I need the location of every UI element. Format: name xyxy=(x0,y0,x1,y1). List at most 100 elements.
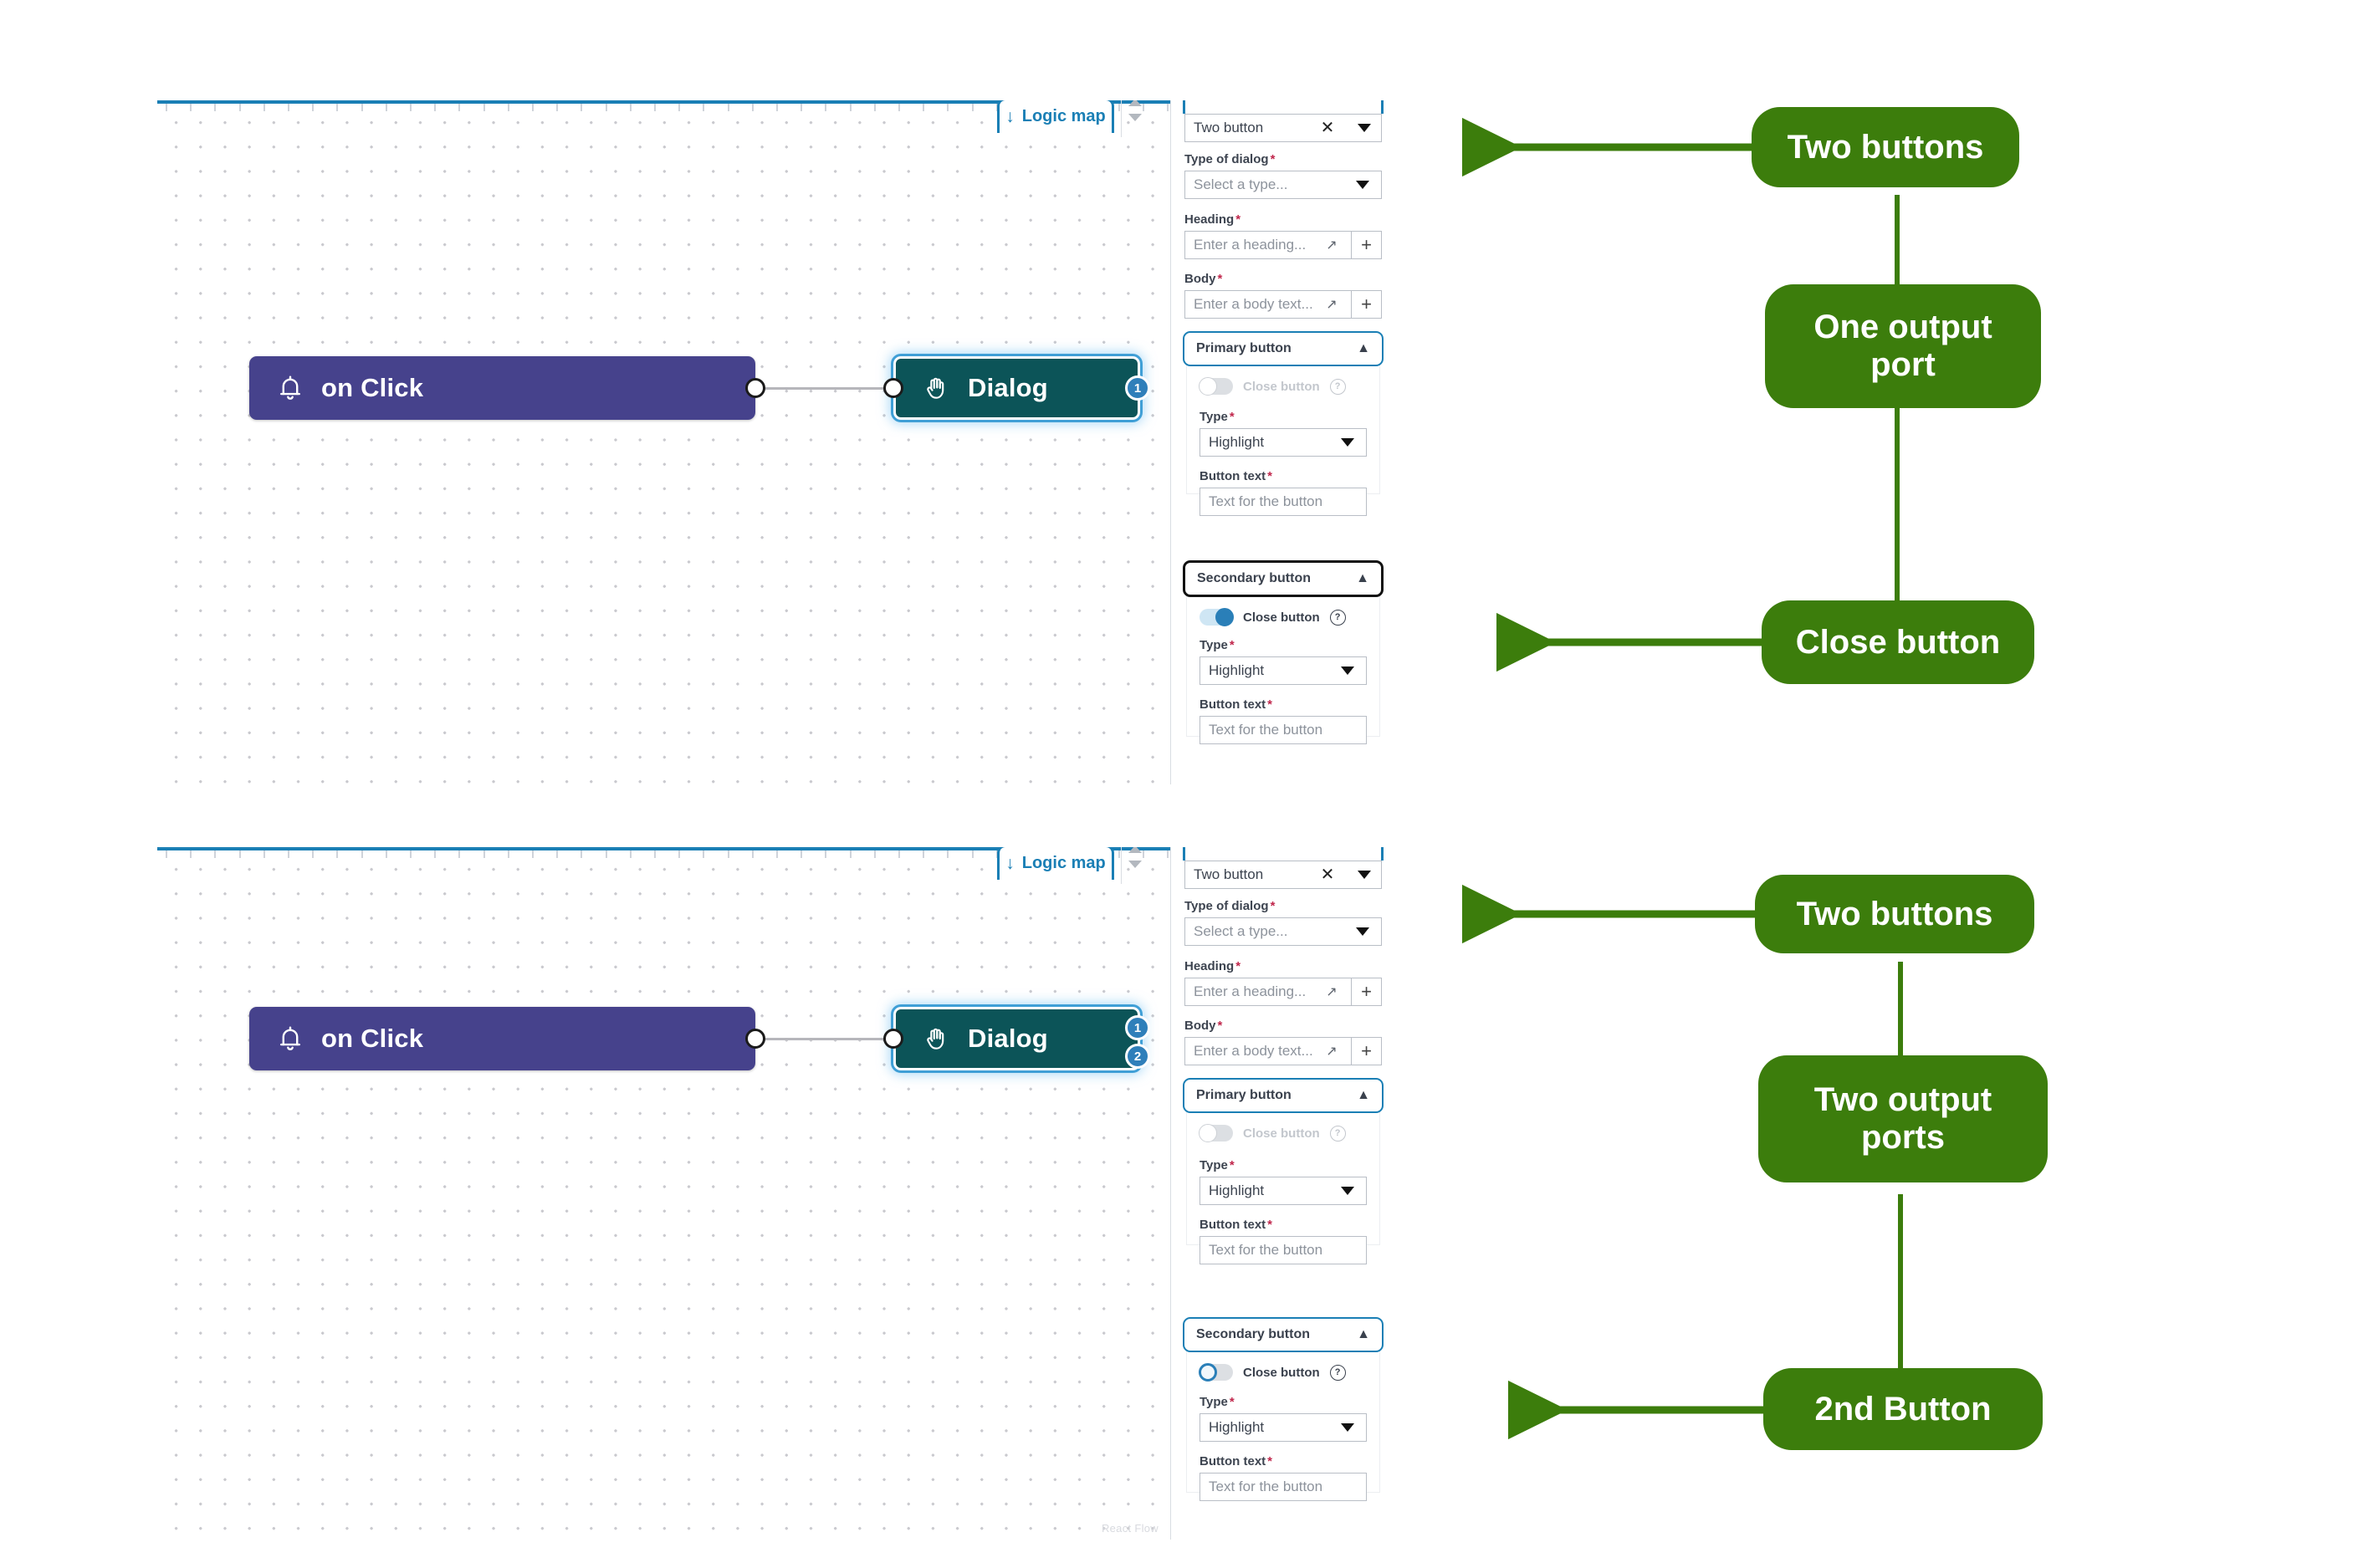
ruler-tick xyxy=(801,850,803,858)
port-dialog-output-1[interactable]: 1 xyxy=(1125,1015,1150,1040)
body-input-bottom[interactable]: Enter a body text... ↗ + xyxy=(1184,1037,1382,1065)
clear-select-button-top[interactable]: ✕ xyxy=(1317,115,1338,141)
primary-type-dropdown-top[interactable] xyxy=(1338,429,1358,456)
clear-select-button-bottom[interactable]: ✕ xyxy=(1317,861,1338,888)
callout-label: Close button xyxy=(1795,623,2001,661)
node-on-click[interactable]: on Click xyxy=(249,356,755,420)
type-of-dialog-label: Type of dialog* xyxy=(1184,152,1276,166)
logic-map-tab-top[interactable]: ↓ Logic map xyxy=(997,100,1114,133)
ruler-tick xyxy=(727,850,729,858)
scroll-up-icon[interactable] xyxy=(1128,100,1142,106)
type-of-dialog-select-top[interactable]: Select a type... xyxy=(1184,171,1382,199)
body-input-top[interactable]: Enter a body text... ↗ + xyxy=(1184,290,1382,319)
secondary-type-value: Highlight xyxy=(1209,662,1265,678)
primary-button-text-input-bottom[interactable]: Text for the button xyxy=(1200,1236,1367,1264)
ruler-tick xyxy=(312,850,315,858)
scroll-up-icon[interactable] xyxy=(1128,847,1142,853)
logic-map-canvas-bottom[interactable]: on Click Dialog 1 2 ↓ Logic xyxy=(157,847,1170,1540)
port-dialog-input[interactable] xyxy=(883,1029,903,1049)
port-onclick-output[interactable] xyxy=(745,1029,765,1049)
properties-panel-bottom[interactable]: Two button ✕ Type of dialog* Sel xyxy=(1170,847,1395,1540)
heading-expand-button-bottom[interactable]: ↗ xyxy=(1321,978,1343,1005)
canvas-mini-scrollbar-bottom[interactable] xyxy=(1121,847,1148,884)
primary-close-button-toggle-bottom[interactable] xyxy=(1199,1124,1233,1142)
help-icon[interactable]: ? xyxy=(1329,1364,1346,1381)
heading-input-bottom[interactable]: Enter a heading... ↗ + xyxy=(1184,978,1382,1006)
logic-map-canvas-top[interactable]: on Click Dialog 1 ↓ xyxy=(157,100,1170,784)
body-expand-button-top[interactable]: ↗ xyxy=(1321,291,1343,318)
ruler-tick xyxy=(947,850,949,858)
type-of-dialog-dropdown-bottom[interactable] xyxy=(1353,918,1373,945)
callout-two-output-ports: Two output ports xyxy=(1758,1055,2048,1182)
canvas-mini-scrollbar-top[interactable] xyxy=(1121,100,1148,137)
secondary-type-dropdown-top[interactable] xyxy=(1338,657,1358,684)
secondary-button-text-label: Button text* xyxy=(1200,697,1272,712)
body-expand-button-bottom[interactable]: ↗ xyxy=(1321,1038,1343,1065)
port-dialog-output-1[interactable]: 1 xyxy=(1125,375,1150,401)
primary-type-select-top[interactable]: Highlight xyxy=(1200,428,1367,457)
heading-add-button-top[interactable]: + xyxy=(1351,232,1381,258)
component-select-dropdown-bottom[interactable] xyxy=(1354,861,1374,888)
primary-close-button-toggle-top[interactable] xyxy=(1199,377,1233,396)
scroll-down-icon[interactable] xyxy=(1128,861,1142,868)
secondary-close-button-toggle-top[interactable] xyxy=(1200,608,1234,626)
help-icon[interactable]: ? xyxy=(1329,609,1346,626)
type-of-dialog-dropdown-top[interactable] xyxy=(1353,171,1373,198)
hand-icon xyxy=(918,1019,956,1058)
heading-add-button-bottom[interactable]: + xyxy=(1351,978,1381,1005)
scroll-down-icon[interactable] xyxy=(1128,114,1142,121)
primary-type-select-bottom[interactable]: Highlight xyxy=(1200,1177,1367,1205)
secondary-type-select-top[interactable]: Highlight xyxy=(1200,656,1367,685)
node-dialog[interactable]: Dialog xyxy=(891,354,1143,422)
primary-button-text-input-top[interactable]: Text for the button xyxy=(1200,488,1367,516)
callout-two-buttons-top: Two buttons xyxy=(1752,107,2019,187)
secondary-button-accordion-bottom[interactable]: Secondary button ▲ xyxy=(1183,1317,1384,1352)
ruler-tick xyxy=(605,104,607,111)
ruler-tick xyxy=(751,850,754,858)
secondary-type-value: Highlight xyxy=(1209,1419,1265,1435)
ruler-tick xyxy=(873,850,876,858)
primary-button-text-field-bottom: Button text* Text for the button xyxy=(1200,1218,1367,1264)
secondary-button-text-input-bottom[interactable]: Text for the button xyxy=(1200,1473,1367,1501)
component-select-focus-ring-bottom xyxy=(1183,847,1384,861)
flow-section-top: on Click Dialog 1 ↓ xyxy=(157,100,1395,784)
port-dialog-output-2[interactable]: 2 xyxy=(1125,1044,1150,1069)
secondary-type-dropdown-bottom[interactable] xyxy=(1338,1414,1358,1441)
component-select-bottom[interactable]: Two button ✕ xyxy=(1184,861,1382,889)
body-add-button-bottom[interactable]: + xyxy=(1351,1038,1381,1065)
required-marker: * xyxy=(1229,638,1235,652)
heading-input-top[interactable]: Enter a heading... ↗ + xyxy=(1184,231,1382,259)
component-select-dropdown-top[interactable] xyxy=(1354,115,1374,141)
required-marker: * xyxy=(1267,697,1272,712)
help-icon[interactable]: ? xyxy=(1329,1125,1346,1142)
required-marker: * xyxy=(1217,272,1223,286)
react-flow-watermark: React Flow xyxy=(1101,1522,1159,1535)
secondary-button-text-input-top[interactable]: Text for the button xyxy=(1200,716,1367,744)
properties-panel-top[interactable]: Two button ✕ Type of dialog* xyxy=(1170,100,1395,784)
heading-expand-button-top[interactable]: ↗ xyxy=(1321,232,1343,258)
ruler-tick xyxy=(629,850,632,858)
logic-map-tab-bottom[interactable]: ↓ Logic map xyxy=(997,847,1114,880)
primary-type-dropdown-bottom[interactable] xyxy=(1338,1177,1358,1204)
node-on-click[interactable]: on Click xyxy=(249,1007,755,1070)
component-select-top[interactable]: Two button ✕ xyxy=(1184,114,1382,142)
type-of-dialog-select-bottom[interactable]: Select a type... xyxy=(1184,917,1382,946)
secondary-button-accordion-top[interactable]: Secondary button ▲ xyxy=(1183,560,1384,597)
node-dialog[interactable]: Dialog xyxy=(891,1004,1143,1073)
body-add-button-top[interactable]: + xyxy=(1351,291,1381,318)
help-icon[interactable]: ? xyxy=(1329,378,1346,395)
body-label: Body* xyxy=(1184,1019,1223,1033)
primary-button-accordion-top[interactable]: Primary button ▲ xyxy=(1183,331,1384,366)
port-dialog-input[interactable] xyxy=(883,378,903,398)
secondary-type-select-bottom[interactable]: Highlight xyxy=(1200,1413,1367,1442)
component-select-field-bottom: Two button ✕ xyxy=(1184,861,1382,889)
component-select-focus-ring-top xyxy=(1183,100,1384,114)
port-onclick-output[interactable] xyxy=(745,378,765,398)
primary-button-accordion-bottom[interactable]: Primary button ▲ xyxy=(1183,1078,1384,1113)
ruler-tick xyxy=(336,850,339,858)
secondary-close-button-toggle-bottom[interactable] xyxy=(1199,1363,1233,1382)
bell-icon xyxy=(271,1019,309,1058)
ruler-tick xyxy=(1143,104,1144,111)
ruler-tick xyxy=(727,104,729,111)
primary-button-text-field-top: Button text* Text for the button xyxy=(1200,469,1367,516)
